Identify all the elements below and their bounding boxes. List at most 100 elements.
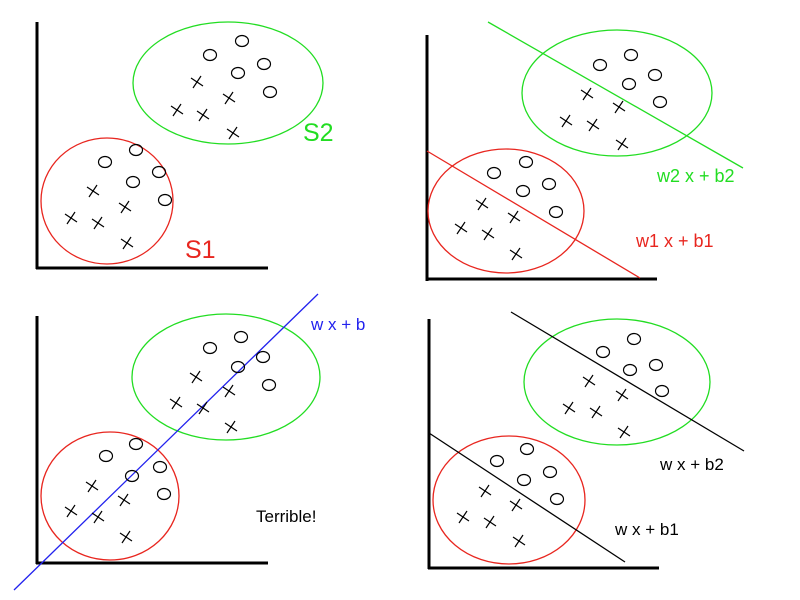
circle-marker xyxy=(128,437,144,451)
circle-marker xyxy=(202,341,218,355)
cross-marker xyxy=(64,504,78,518)
circle-marker xyxy=(542,465,558,479)
cluster-s2-points xyxy=(562,332,670,439)
cross-marker xyxy=(226,126,240,140)
cross-marker xyxy=(85,479,99,493)
circle-marker xyxy=(548,205,564,219)
circle-marker xyxy=(626,332,642,346)
cross-marker xyxy=(454,221,468,235)
cross-marker xyxy=(189,370,203,384)
separator-line-upper xyxy=(510,311,745,452)
cluster-s2-ellipse xyxy=(132,21,324,145)
cross-marker xyxy=(222,91,236,105)
separator-line-blue xyxy=(13,293,319,591)
cluster-s1-ellipse xyxy=(427,148,585,274)
circle-marker xyxy=(261,378,277,392)
cross-marker xyxy=(118,200,132,214)
cross-marker xyxy=(222,384,236,398)
panel-bottom-left: w x + b Terrible! xyxy=(13,293,365,591)
circle-marker xyxy=(128,143,144,157)
label-line-upper: w x + b2 xyxy=(659,455,724,474)
cross-marker xyxy=(117,493,131,507)
cross-marker xyxy=(580,87,594,101)
separator-line-red xyxy=(426,150,641,279)
cross-marker xyxy=(582,374,596,388)
circle-marker xyxy=(654,384,670,398)
circle-marker xyxy=(151,165,167,179)
circle-marker xyxy=(125,175,141,189)
panel-bottom-right: w x + b2 w x + b1 xyxy=(427,311,745,570)
circle-marker xyxy=(124,469,140,483)
cluster-s2-ellipse xyxy=(521,29,713,157)
cross-marker xyxy=(483,515,497,529)
cross-marker xyxy=(507,210,521,224)
cross-marker xyxy=(509,247,523,261)
cross-marker xyxy=(586,118,600,132)
cluster-s1-points xyxy=(64,143,173,250)
cross-marker xyxy=(478,484,492,498)
cluster-s1-points xyxy=(456,442,565,548)
circle-marker xyxy=(515,184,531,198)
cross-marker xyxy=(169,396,183,410)
circle-marker xyxy=(262,85,278,99)
circle-marker xyxy=(622,363,638,377)
circle-marker xyxy=(486,166,502,180)
cross-marker xyxy=(91,510,105,524)
cluster-s2-points xyxy=(559,48,668,151)
circle-marker xyxy=(592,58,608,72)
label-line-red: w1 x + b1 xyxy=(635,231,714,251)
cross-marker xyxy=(475,197,489,211)
cross-marker xyxy=(91,216,105,230)
circle-marker xyxy=(621,77,637,91)
circle-marker xyxy=(156,487,172,501)
separator-line-green xyxy=(487,21,744,169)
cross-marker xyxy=(170,103,184,117)
cross-marker xyxy=(196,108,210,122)
cross-marker xyxy=(119,530,133,544)
cross-marker xyxy=(615,388,629,402)
circle-marker xyxy=(202,48,218,62)
circle-marker xyxy=(652,95,668,109)
cross-marker xyxy=(509,498,523,512)
cross-marker xyxy=(615,137,629,151)
axes xyxy=(427,319,659,570)
cross-marker xyxy=(64,211,78,225)
circle-marker xyxy=(489,454,505,468)
circle-marker xyxy=(518,155,534,169)
cross-marker xyxy=(196,401,210,415)
circle-marker xyxy=(541,177,557,191)
circle-marker xyxy=(157,193,173,207)
cross-marker xyxy=(86,184,100,198)
circle-marker xyxy=(648,358,664,372)
circle-marker xyxy=(230,360,246,374)
circle-marker xyxy=(233,330,249,344)
cross-marker xyxy=(481,227,495,241)
cluster-s2-points xyxy=(170,34,278,140)
circle-marker xyxy=(549,492,565,506)
circle-marker xyxy=(234,34,250,48)
cross-marker xyxy=(559,114,573,128)
cross-marker xyxy=(589,405,603,419)
circle-marker xyxy=(595,345,611,359)
circle-marker xyxy=(255,350,271,364)
label-s2: S2 xyxy=(303,119,334,147)
panel-top-right: w2 x + b2 w1 x + b1 xyxy=(425,21,744,281)
cluster-s1-ellipse xyxy=(40,431,180,561)
axes xyxy=(35,22,268,270)
cross-marker xyxy=(190,75,204,89)
cluster-s1-ellipse xyxy=(432,435,586,565)
cluster-s1-ellipse xyxy=(40,137,174,265)
cross-marker xyxy=(617,425,631,439)
circle-marker xyxy=(519,442,535,456)
cross-marker xyxy=(562,401,576,415)
cross-marker xyxy=(456,510,470,524)
label-line-blue: w x + b xyxy=(310,315,365,334)
circle-marker xyxy=(647,68,663,82)
circle-marker xyxy=(623,48,639,62)
circle-marker xyxy=(152,460,168,474)
circle-marker xyxy=(516,473,532,487)
panel-top-left: S1 S2 xyxy=(35,21,334,270)
cluster-s2-ellipse xyxy=(131,313,321,441)
cross-marker xyxy=(120,236,134,250)
